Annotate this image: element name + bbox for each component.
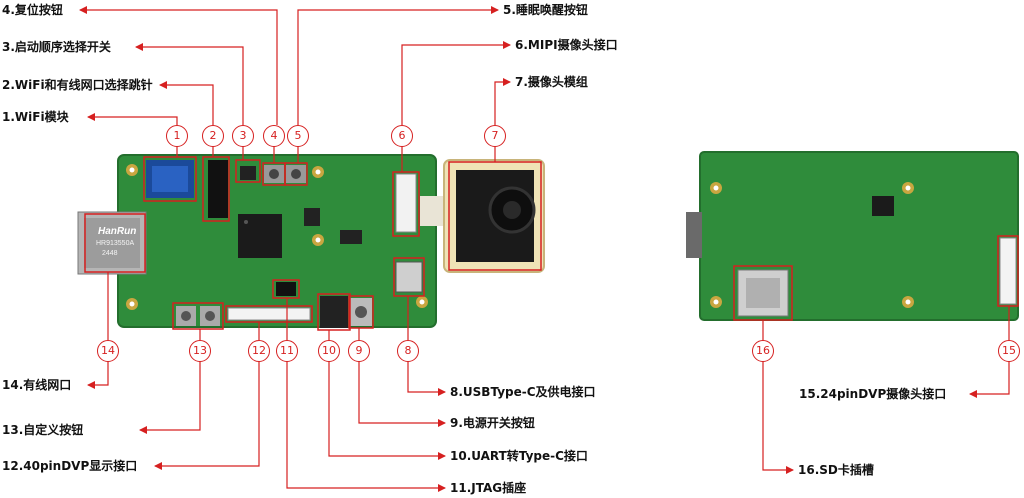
label-4-reset-button: 4.复位按钮: [2, 3, 63, 17]
callout-circle-13: 13: [189, 340, 211, 362]
camera-module: [420, 159, 545, 273]
callout-circle-7: 7: [484, 125, 506, 147]
label-8-usb-typec-power: 8.USBType-C及供电接口: [450, 385, 596, 399]
callout-circle-16: 16: [752, 340, 774, 362]
label-14-ethernet-port: 14.有线网口: [2, 378, 72, 392]
label-1-wifi-module: 1.WiFi模块: [2, 110, 69, 124]
callout-circle-9: 9: [348, 340, 370, 362]
label-2-wifi-ethernet-jumper: 2.WiFi和有线网口选择跳针: [2, 78, 153, 92]
callout-circle-14: 14: [97, 340, 119, 362]
back-board: [686, 151, 1019, 321]
ethernet-jack-brand: HanRun: [98, 226, 137, 237]
callout-circle-3: 3: [232, 125, 254, 147]
callout-circle-8: 8: [397, 340, 419, 362]
label-10-uart-typec: 10.UART转Type-C接口: [450, 449, 588, 463]
callout-circle-6: 6: [391, 125, 413, 147]
callout-circle-5: 5: [287, 125, 309, 147]
callout-circle-10: 10: [318, 340, 340, 362]
label-11-jtag-socket: 11.JTAG插座: [450, 481, 527, 495]
label-5-sleep-wake-button: 5.睡眠唤醒按钮: [503, 3, 588, 17]
label-6-mipi-camera-interface: 6.MIPI摄像头接口: [515, 38, 618, 52]
callout-circle-1: 1: [166, 125, 188, 147]
ethernet-jack-model: HR913550A: [96, 240, 135, 247]
label-7-camera-module: 7.摄像头模组: [515, 75, 588, 89]
callout-circle-4: 4: [263, 125, 285, 147]
label-15-24pin-dvp-camera: 15.24pinDVP摄像头接口: [799, 387, 947, 401]
label-3-boot-order-switch: 3.启动顺序选择开关: [2, 40, 111, 54]
callout-circle-12: 12: [248, 340, 270, 362]
label-12-40pin-dvp-display: 12.40pinDVP显示接口: [2, 459, 138, 473]
callout-circle-15: 15: [998, 340, 1020, 362]
ethernet-jack-code: 2448: [102, 250, 118, 257]
callout-circle-2: 2: [202, 125, 224, 147]
label-13-custom-button: 13.自定义按钮: [2, 423, 84, 437]
label-16-sd-card-slot: 16.SD卡插槽: [798, 463, 874, 477]
front-board: [77, 154, 437, 328]
callout-circle-11: 11: [276, 340, 298, 362]
leader-lines: [79, 6, 1010, 492]
label-9-power-switch-button: 9.电源开关按钮: [450, 416, 535, 430]
